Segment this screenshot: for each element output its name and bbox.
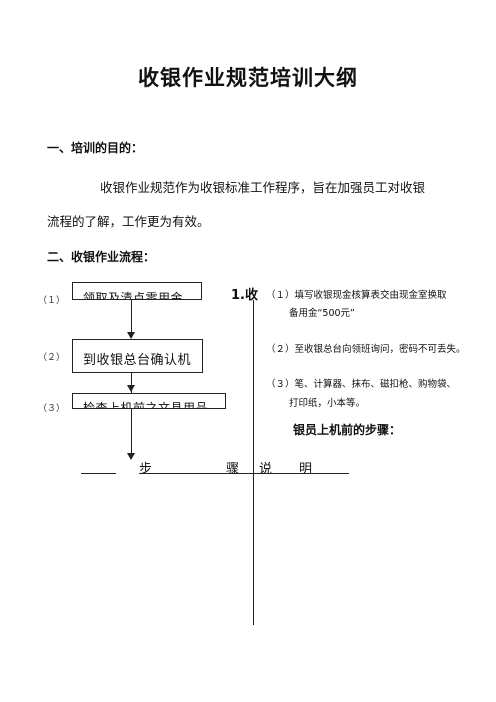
header-note-char-1: 说 bbox=[259, 462, 273, 477]
column-divider bbox=[253, 300, 254, 625]
note-1-line1: （１）填写收银现金核算表交由现金室换取 bbox=[266, 290, 447, 301]
flow-step-box-2: 到收银总台确认机 bbox=[72, 339, 203, 373]
purpose-paragraph-line2: 流程的了解，工作更为有效。 bbox=[47, 214, 210, 229]
arrow-down-icon bbox=[127, 385, 135, 392]
arrow-down-icon bbox=[127, 332, 135, 339]
arrow-down-icon bbox=[127, 453, 135, 460]
flow-connector-2 bbox=[131, 373, 132, 393]
side-marker: 1.收 bbox=[231, 288, 258, 303]
note-2: （２）至收银总台向领班询问，密码不可丢失。 bbox=[266, 344, 466, 355]
flow-step-text-1: 领取及清点零用金 bbox=[83, 291, 184, 300]
header-step-char-2: 骤 bbox=[226, 462, 240, 477]
page-title: 收银作业规范培训大纲 bbox=[138, 66, 358, 90]
flow-step-text-3: 检查上机前之文具用品 bbox=[83, 401, 209, 409]
note-3-line2: 打印纸，小本等。 bbox=[289, 398, 366, 409]
header-underline-right bbox=[139, 473, 349, 474]
step-number-3: （３） bbox=[38, 404, 66, 414]
flow-connector-3 bbox=[131, 409, 132, 459]
step-number-1: （１） bbox=[38, 296, 66, 306]
header-underline-left bbox=[81, 473, 116, 474]
section-heading-purpose: 一、培训的目的： bbox=[47, 141, 144, 155]
flow-step-box-1: 领取及清点零用金 bbox=[72, 282, 202, 300]
purpose-paragraph-line1: 收银作业规范作为收银标准工作程序，旨在加强员工对收银 bbox=[100, 180, 426, 195]
flow-step-text-2: 到收银总台确认机 bbox=[83, 353, 192, 368]
note-1-line2: 备用金“500元” bbox=[289, 308, 355, 319]
step-number-2: （２） bbox=[38, 353, 66, 363]
header-step-char-1: 步 bbox=[139, 462, 153, 477]
header-note-char-2: 明 bbox=[299, 462, 313, 477]
flow-connector-1 bbox=[131, 300, 132, 338]
flow-step-box-3: 检查上机前之文具用品 bbox=[72, 393, 226, 409]
flow-subheading: 银员上机前的步骤： bbox=[293, 423, 402, 437]
section-heading-process: 二、收银作业流程： bbox=[47, 250, 156, 264]
note-3-line1: （３）笔、计算器、抹布、磁扣枪、购物袋、 bbox=[266, 379, 457, 390]
